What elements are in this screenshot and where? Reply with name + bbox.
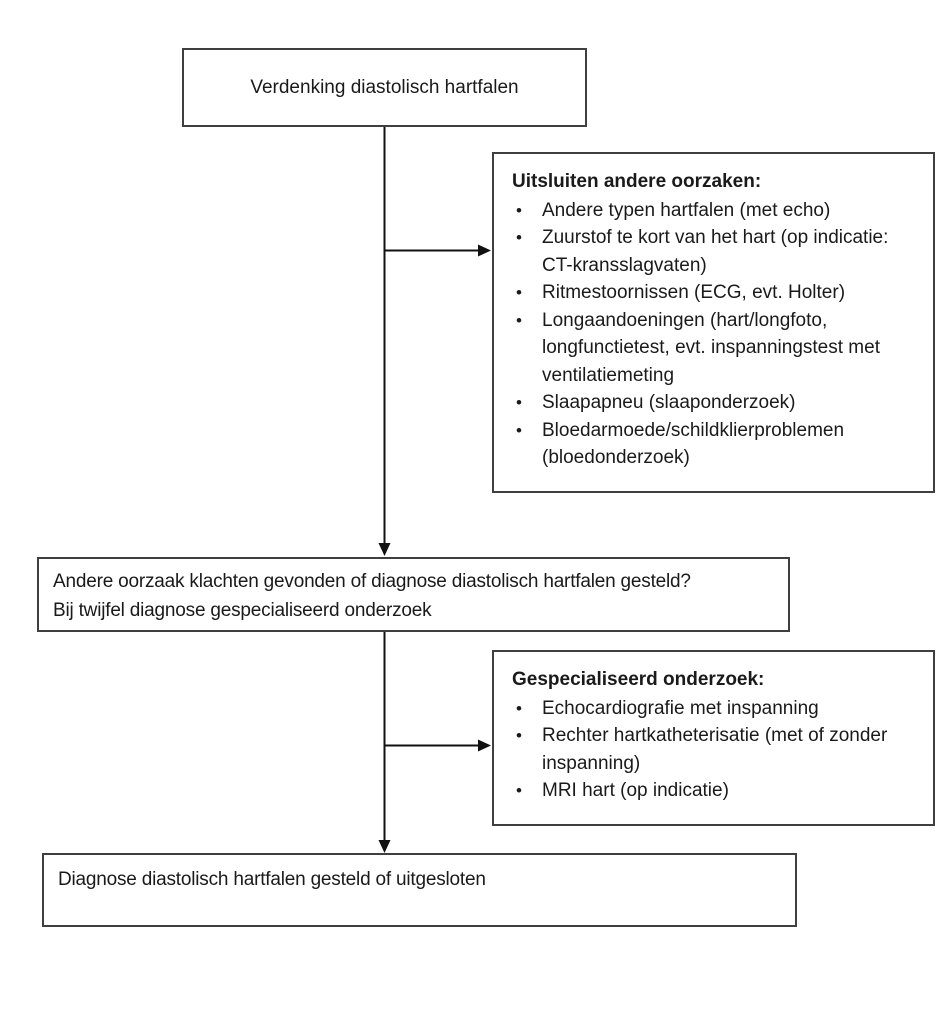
list-item-text: Longaandoeningen (hart/longfoto, longfun… bbox=[542, 309, 880, 386]
list-item-text: Echocardiografie met inspanning bbox=[542, 697, 819, 719]
arrow-decision-to-final bbox=[378, 632, 391, 853]
list-item: • Ritmestoornissen (ECG, evt. Holter) bbox=[512, 279, 923, 307]
exclusion-box-heading: Uitsluiten andere oorzaken: bbox=[512, 171, 762, 192]
list-item: • Echocardiografie met inspanning bbox=[512, 695, 923, 723]
arrow-branch-to-exclusion bbox=[384, 244, 491, 257]
exclusion-box: Uitsluiten andere oorzaken: • Andere typ… bbox=[492, 152, 935, 493]
specialized-box-heading: Gespecialiseerd onderzoek: bbox=[512, 669, 765, 690]
bullet-icon: • bbox=[516, 726, 522, 745]
list-item: • Longaandoeningen (hart/longfoto, longf… bbox=[512, 307, 923, 390]
decision-box: Andere oorzaak klachten gevonden of diag… bbox=[37, 557, 790, 632]
list-item: • Bloedarmoede/schildklierproblemen (blo… bbox=[512, 417, 923, 472]
bullet-icon: • bbox=[516, 310, 522, 330]
list-item: • Rechter hartkatheterisatie (met of zon… bbox=[512, 722, 923, 777]
exclusion-list: • Andere typen hartfalen (met echo) • Zu… bbox=[512, 197, 923, 472]
arrow-suspicion-to-decision bbox=[378, 127, 391, 556]
bullet-icon: • bbox=[516, 781, 522, 800]
list-item-text: MRI hart (op indicatie) bbox=[542, 780, 729, 801]
list-item: • MRI hart (op indicatie) bbox=[512, 777, 923, 805]
specialized-list: • Echocardiografie met inspanning • Rech… bbox=[512, 695, 923, 805]
final-box-text: Diagnose diastolisch hartfalen gesteld o… bbox=[58, 869, 486, 890]
specialized-box: Gespecialiseerd onderzoek: • Echocardiog… bbox=[492, 650, 935, 826]
list-item: • Slaapapneu (slaaponderzoek) bbox=[512, 389, 923, 417]
list-item-text: Rechter hartkatheterisatie (met of zonde… bbox=[542, 725, 888, 774]
list-item: • Zuurstof te kort van het hart (op indi… bbox=[512, 224, 923, 279]
bullet-icon: • bbox=[516, 228, 522, 247]
arrow-branch-to-specialized bbox=[384, 739, 491, 752]
bullet-icon: • bbox=[516, 698, 522, 718]
suspicion-box: Verdenking diastolisch hartfalen bbox=[182, 48, 587, 127]
bullet-icon: • bbox=[516, 393, 522, 412]
list-item-text: Andere typen hartfalen (met echo) bbox=[542, 199, 831, 221]
bullet-icon: • bbox=[516, 420, 522, 440]
decision-box-line1: Andere oorzaak klachten gevonden of diag… bbox=[53, 571, 691, 592]
list-item: • Andere typen hartfalen (met echo) bbox=[512, 197, 923, 225]
bullet-icon: • bbox=[516, 283, 522, 302]
list-item-text: Bloedarmoede/schildklierproblemen (bloed… bbox=[542, 419, 845, 469]
bullet-icon: • bbox=[516, 200, 522, 220]
list-item-text: Zuurstof te kort van het hart (op indica… bbox=[542, 227, 889, 276]
list-item-text: Slaapapneu (slaaponderzoek) bbox=[542, 392, 796, 413]
decision-box-line2: Bij twijfel diagnose gespecialiseerd ond… bbox=[53, 600, 432, 621]
final-box: Diagnose diastolisch hartfalen gesteld o… bbox=[42, 853, 797, 927]
suspicion-box-text: Verdenking diastolisch hartfalen bbox=[250, 76, 519, 98]
list-item-text: Ritmestoornissen (ECG, evt. Holter) bbox=[542, 282, 846, 303]
